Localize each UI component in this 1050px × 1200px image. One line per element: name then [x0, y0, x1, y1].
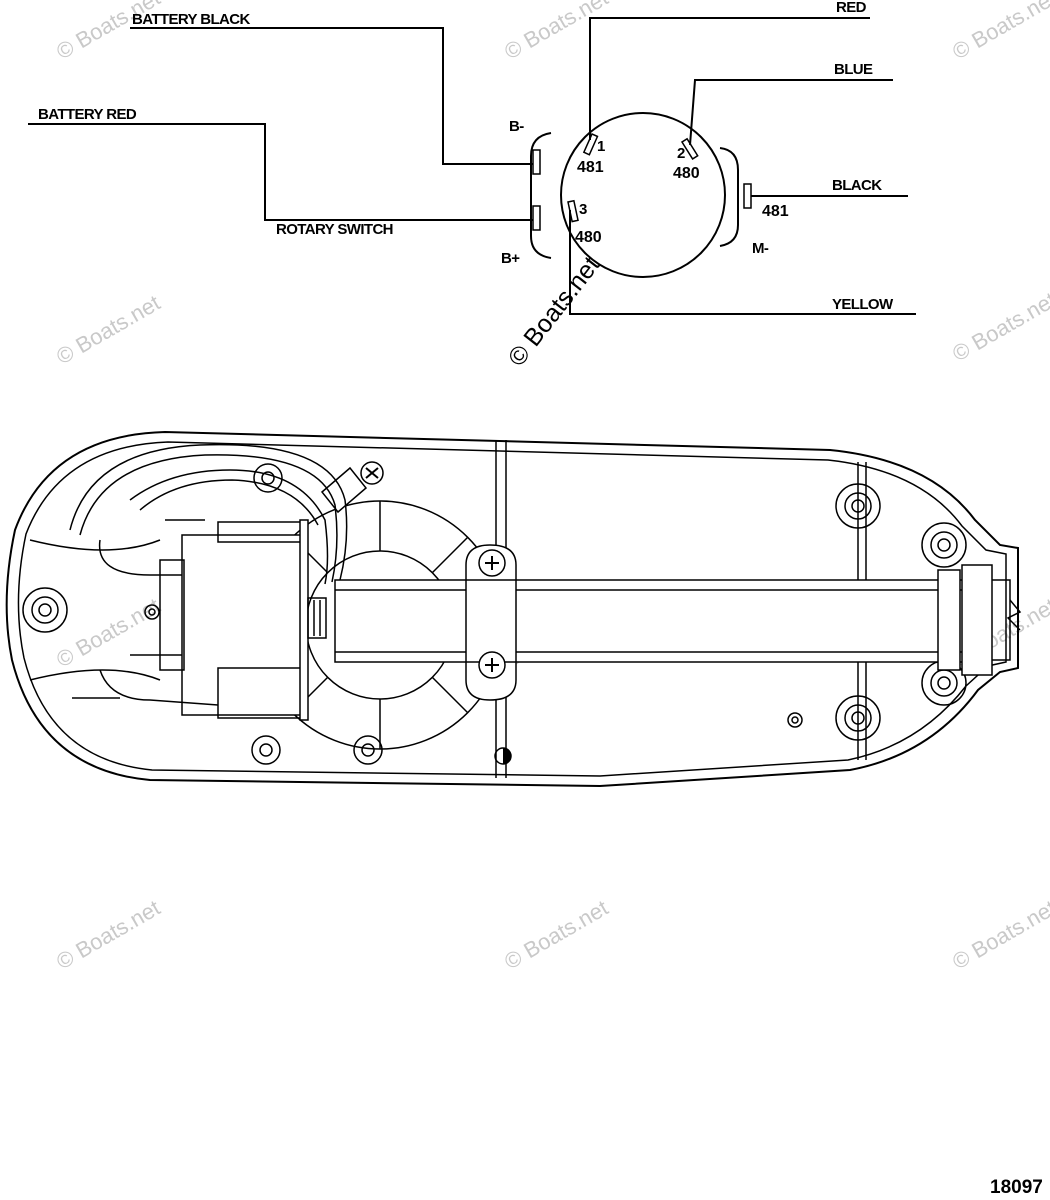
- label-b-minus: B-: [509, 118, 524, 135]
- wire-harness: [69, 443, 348, 706]
- watermark: © Boats.net: [52, 895, 164, 974]
- phillips-screw-icon: [478, 549, 506, 577]
- label-black: BLACK: [832, 177, 882, 194]
- watermark: © Boats.net: [500, 895, 612, 974]
- screw-hole: [251, 735, 281, 765]
- shaft-tube: [334, 564, 1022, 676]
- pin-3-code: 480: [575, 229, 602, 246]
- motor-housing: [5, 430, 1022, 788]
- mount-boss: [835, 483, 881, 529]
- control-box: [159, 519, 327, 721]
- wire-red: [589, 17, 870, 140]
- watermark: © Boats.net: [52, 593, 164, 672]
- switch-body: [560, 112, 726, 278]
- watermark-group: © Boats.net © Boats.net © Boats.net © Bo…: [52, 0, 1050, 974]
- housing-outline: [5, 430, 1019, 788]
- watermark: © Boats.net: [948, 287, 1050, 366]
- label-red: RED: [836, 0, 867, 16]
- watermark: © Boats.net: [52, 0, 164, 64]
- screw-hole: [353, 735, 383, 765]
- label-battery-red: BATTERY RED: [38, 106, 137, 123]
- housing-inner-rim: [17, 441, 1007, 777]
- terminal-b-minus: [532, 149, 541, 175]
- left-bracket: [530, 132, 552, 259]
- pin-2-blade: [680, 137, 699, 160]
- wire-yellow: [569, 210, 916, 315]
- front-rib: [29, 539, 161, 551]
- mount-boss: [835, 695, 881, 741]
- watermark: © Boats.net: [948, 0, 1050, 64]
- figure-number: 18097: [990, 1177, 1043, 1198]
- side-terminal-code: 481: [762, 203, 789, 220]
- label-battery-black: BATTERY BLACK: [132, 11, 251, 28]
- right-bracket: [719, 147, 739, 247]
- phillips-screw-icon: [478, 651, 506, 679]
- label-yellow: YELLOW: [832, 296, 894, 313]
- label-blue: BLUE: [834, 61, 873, 78]
- watermark: © Boats.net: [52, 290, 164, 369]
- small-hole: [787, 712, 803, 728]
- wire-blue: [689, 79, 893, 146]
- mount-boss: [22, 587, 68, 633]
- watermark: © Boats.net: [948, 895, 1050, 974]
- label-m-minus: M-: [752, 240, 769, 257]
- pin-2-number: 2: [677, 145, 685, 162]
- pin-1-blade: [582, 133, 599, 156]
- watermark-center: © Boats.net: [503, 251, 606, 372]
- switch-schematic: [28, 17, 916, 315]
- pin-3-number: 3: [579, 201, 587, 218]
- mount-boss: [921, 522, 967, 568]
- watermark: © Boats.net: [500, 0, 612, 64]
- small-hole: [144, 604, 160, 620]
- wire-battery-red: [28, 123, 533, 221]
- pin-1-number: 1: [597, 138, 605, 155]
- terminal-b-plus: [532, 205, 541, 231]
- label-b-plus: B+: [501, 250, 520, 267]
- terminal-m-minus: [743, 183, 752, 209]
- screw-hole: [253, 463, 283, 493]
- phillips-screw-icon: [360, 461, 384, 485]
- pin-2-code: 480: [673, 165, 700, 182]
- front-rib: [29, 669, 161, 681]
- ground-marker: [494, 747, 512, 765]
- label-rotary-switch: ROTARY SWITCH: [276, 221, 393, 238]
- wire-battery-black: [130, 27, 533, 165]
- pin-1-code: 481: [577, 159, 604, 176]
